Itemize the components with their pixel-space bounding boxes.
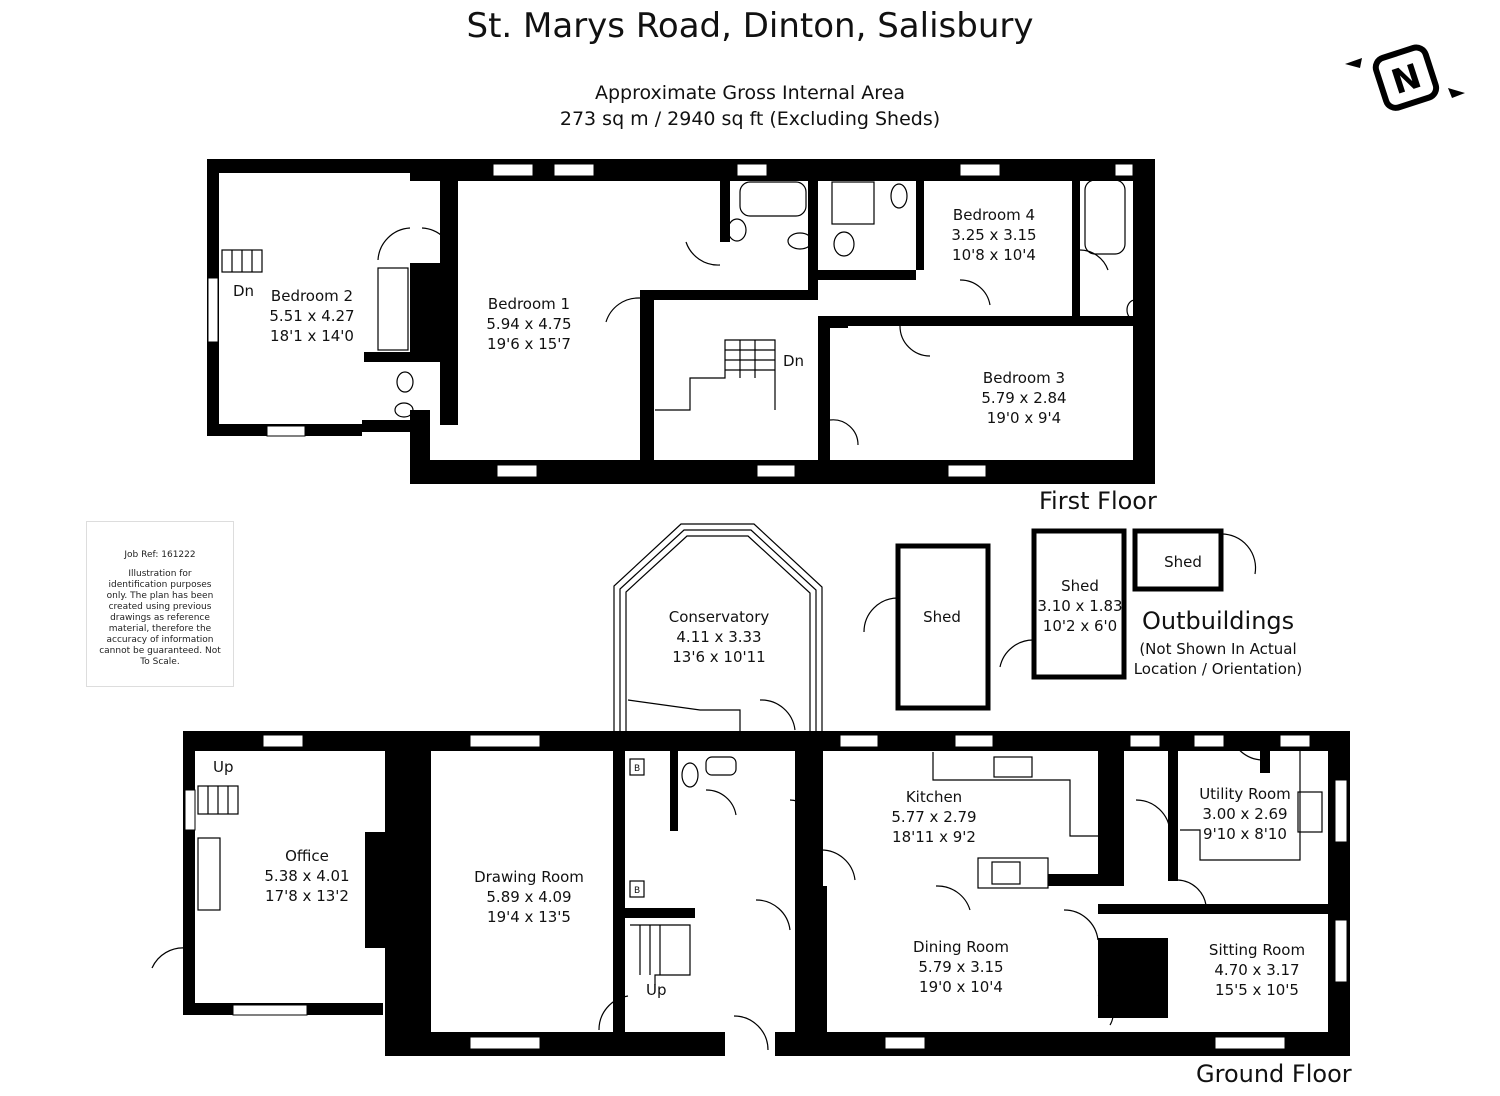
area-line-2: 273 sq m / 2940 sq ft (Excluding Sheds) xyxy=(559,108,941,130)
room-bedroom-1-metric: 5.94 x 4.75 xyxy=(486,315,571,333)
room-sitting-room-imperial: 15'5 x 10'5 xyxy=(1215,981,1299,999)
area-line-1: Approximate Gross Internal Area xyxy=(595,82,905,104)
room-office-name: Office xyxy=(285,847,329,865)
boiler-label-1: B xyxy=(634,764,640,774)
room-utility-room-name: Utility Room xyxy=(1199,785,1291,803)
room-drawing-room-name: Drawing Room xyxy=(474,868,584,886)
room-office-metric: 5.38 x 4.01 xyxy=(264,867,349,885)
room-bedroom-3-metric: 5.79 x 2.84 xyxy=(981,389,1066,407)
plan-title: St. Marys Road, Dinton, Salisbury xyxy=(466,6,1034,46)
room-dining-room-metric: 5.79 x 3.15 xyxy=(918,958,1003,976)
ground-floor-fixtures xyxy=(151,699,1323,1051)
stair-label-dn-landing: Dn xyxy=(783,352,804,370)
shed-outlines xyxy=(863,528,1257,711)
first-floor-windows xyxy=(207,163,1134,478)
compass-letter: N xyxy=(1387,56,1426,103)
conservatory-outline xyxy=(613,523,823,731)
ground-floor-room-labels: Office 5.38 x 4.01 17'8 x 13'2 Drawing Room… xyxy=(264,608,1305,999)
shed-1-name: Shed xyxy=(923,608,961,626)
shed-2-name: Shed xyxy=(1061,577,1099,595)
shed-2-metric: 3.10 x 1.83 xyxy=(1037,597,1122,615)
shed-3-name: Shed xyxy=(1164,553,1202,571)
stair-label-up-hall: Up xyxy=(646,981,667,999)
room-bedroom-2-metric: 5.51 x 4.27 xyxy=(269,307,354,325)
room-kitchen-name: Kitchen xyxy=(906,788,962,806)
room-bedroom-4-metric: 3.25 x 3.15 xyxy=(951,226,1036,244)
shed-2-imperial: 10'2 x 6'0 xyxy=(1043,617,1117,635)
first-floor-room-labels: Bedroom 2 5.51 x 4.27 18'1 x 14'0 Bedroom 1… xyxy=(269,206,1066,427)
room-utility-room-metric: 3.00 x 2.69 xyxy=(1202,805,1287,823)
room-office-imperial: 17'8 x 13'2 xyxy=(265,887,349,905)
disclaimer-box: Job Ref: 161222 Illustration for identif… xyxy=(86,521,234,687)
room-dining-room-imperial: 19'0 x 10'4 xyxy=(919,978,1003,996)
room-conservatory-imperial: 13'6 x 10'11 xyxy=(672,648,765,666)
stair-label-up-office: Up xyxy=(213,758,234,776)
room-bedroom-2-imperial: 18'1 x 14'0 xyxy=(270,327,354,345)
job-ref: Job Ref: 161222 xyxy=(124,550,196,560)
boiler-labels: B B xyxy=(634,764,640,896)
outbuildings-title: Outbuildings xyxy=(1142,607,1295,635)
room-conservatory-name: Conservatory xyxy=(669,608,770,626)
room-bedroom-4-name: Bedroom 4 xyxy=(953,206,1035,224)
ground-floor-windows xyxy=(184,734,1348,1050)
room-utility-room-imperial: 9'10 x 8'10 xyxy=(1203,825,1287,843)
first-floor-fixtures xyxy=(221,179,1144,446)
first-floor-label: First Floor xyxy=(1039,487,1157,515)
room-bedroom-3-name: Bedroom 3 xyxy=(983,369,1065,387)
room-drawing-room-metric: 5.89 x 4.09 xyxy=(486,888,571,906)
outbuildings-note: (Not Shown In Actual Location / Orientat… xyxy=(1133,640,1303,678)
room-bedroom-2-name: Bedroom 2 xyxy=(271,287,353,305)
stair-label-dn-bedroom2: Dn xyxy=(233,282,254,300)
room-sitting-room-metric: 4.70 x 3.17 xyxy=(1214,961,1299,979)
room-dining-room-name: Dining Room xyxy=(913,938,1009,956)
room-conservatory-metric: 4.11 x 3.33 xyxy=(676,628,761,646)
room-bedroom-1-imperial: 19'6 x 15'7 xyxy=(487,335,571,353)
room-bedroom-1-name: Bedroom 1 xyxy=(488,295,570,313)
north-compass-icon: N xyxy=(1345,44,1465,111)
room-drawing-room-imperial: 19'4 x 13'5 xyxy=(487,908,571,926)
boiler-label-2: B xyxy=(634,886,640,896)
disclaimer-text: Illustration for identification purposes… xyxy=(99,569,221,667)
room-kitchen-metric: 5.77 x 2.79 xyxy=(891,808,976,826)
ground-floor-label: Ground Floor xyxy=(1196,1060,1352,1088)
ground-floor-walls xyxy=(183,731,1350,1056)
room-bedroom-4-imperial: 10'8 x 10'4 xyxy=(952,246,1036,264)
room-bedroom-3-imperial: 19'0 x 9'4 xyxy=(987,409,1061,427)
area-summary: Approximate Gross Internal Area 273 sq m… xyxy=(0,80,1500,132)
stair-labels: Dn Dn Up Up xyxy=(213,282,804,999)
room-kitchen-imperial: 18'11 x 9'2 xyxy=(892,828,976,846)
room-sitting-room-name: Sitting Room xyxy=(1209,941,1305,959)
